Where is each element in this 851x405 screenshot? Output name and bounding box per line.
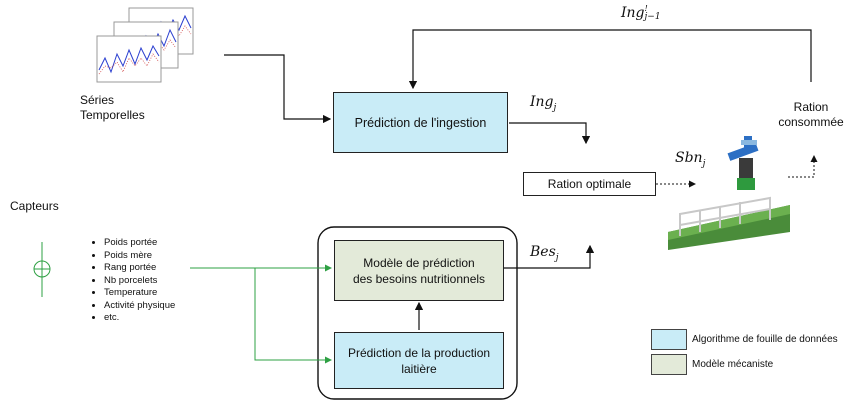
consumed-ration-line1: Ration bbox=[793, 100, 829, 114]
feature-item: Temperature bbox=[104, 287, 175, 300]
legend-label-mechanistic: Modèle mécaniste bbox=[692, 359, 774, 370]
needs-output-arrow bbox=[504, 244, 595, 269]
ingestion-output-arrow bbox=[509, 122, 591, 145]
needs-model-box: Modèle de prédiction des besoins nutriti… bbox=[334, 240, 504, 301]
bes-base: Bes bbox=[530, 244, 556, 260]
ing-previous-sup: ! bbox=[644, 4, 648, 13]
consumed-ration-label: Ration consommée bbox=[766, 100, 851, 130]
feature-item: Rang portée bbox=[104, 262, 175, 275]
ing-base: Ing bbox=[530, 94, 554, 110]
bes-label: Besj bbox=[530, 244, 559, 263]
legend-swatch-mechanistic bbox=[651, 354, 687, 375]
time-series-label-line2: Temporelles bbox=[80, 108, 145, 122]
bes-sub: j bbox=[555, 252, 559, 263]
consumed-ration-line2: consommée bbox=[778, 115, 844, 129]
milk-prediction-line1: Prédiction de la production bbox=[347, 345, 491, 360]
needs-model-line1: Modèle de prédiction bbox=[363, 255, 475, 270]
ingestion-prediction-box: Prédiction de l'ingestion bbox=[333, 92, 508, 153]
time-series-label-line1: Séries bbox=[80, 93, 115, 107]
milk-prediction-box: Prédiction de la production laitière bbox=[334, 332, 504, 389]
needs-model-line2: des besoins nutritionnels bbox=[352, 271, 486, 286]
ing-label: Ingj bbox=[530, 94, 556, 113]
features-to-milk-arrow bbox=[254, 268, 332, 364]
automatic-feeder-icon bbox=[668, 136, 790, 250]
legend-label-data-mining: Algorithme de fouille de données bbox=[692, 334, 838, 345]
optimal-ration-box: Ration optimale bbox=[523, 172, 656, 196]
feature-list: Poids portée Poids mère Rang portée Nb p… bbox=[89, 237, 175, 325]
feedback-loop-arrow bbox=[408, 29, 812, 90]
sbn-sub: j bbox=[702, 158, 706, 169]
time-series-label: Séries Temporelles bbox=[80, 93, 145, 123]
model-group-frame bbox=[317, 226, 518, 400]
feature-item: Nb porcelets bbox=[104, 275, 175, 288]
feature-item: Poids portée bbox=[104, 237, 175, 250]
milk-prediction-line2: laitière bbox=[401, 361, 437, 376]
sensors-label: Capteurs bbox=[10, 199, 59, 213]
sensor-crosshair-icon bbox=[33, 242, 51, 297]
feature-item: etc. bbox=[104, 312, 175, 325]
legend-swatch-data-mining bbox=[651, 329, 687, 350]
time-series-thumbnails bbox=[96, 7, 194, 83]
series-to-ingestion-arrow bbox=[224, 54, 332, 124]
feeder-to-consumed-dotted-arrow bbox=[788, 155, 818, 178]
feature-item: Poids mère bbox=[104, 250, 175, 263]
ing-sub: j bbox=[553, 102, 557, 113]
ing-previous-sub: j−1 bbox=[644, 12, 661, 22]
ing-previous-label: Ing!j−1 bbox=[621, 4, 661, 22]
feature-item: Activité physique bbox=[104, 300, 175, 313]
sbn-base: Sbn bbox=[675, 150, 703, 166]
sbn-label: Sbnj bbox=[675, 150, 705, 169]
ing-previous-base: Ing bbox=[621, 5, 645, 21]
